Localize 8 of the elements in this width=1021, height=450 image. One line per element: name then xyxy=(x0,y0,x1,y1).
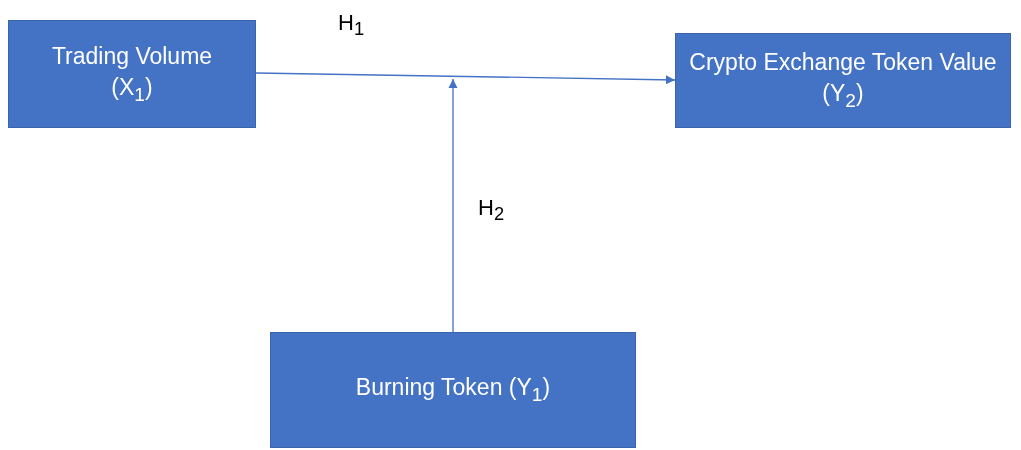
node-label: Crypto Exchange Token Value (Y$_{2}$) xyxy=(688,48,998,113)
node-label: Trading Volume (X$_{1}$) xyxy=(50,41,214,107)
variable-box xyxy=(270,332,636,448)
node-label: Burning Token (Y$_{1}$) xyxy=(355,373,551,407)
arrow xyxy=(255,72,676,85)
variable-box xyxy=(8,20,256,128)
arrow xyxy=(448,78,458,333)
variable-box xyxy=(675,33,1011,128)
